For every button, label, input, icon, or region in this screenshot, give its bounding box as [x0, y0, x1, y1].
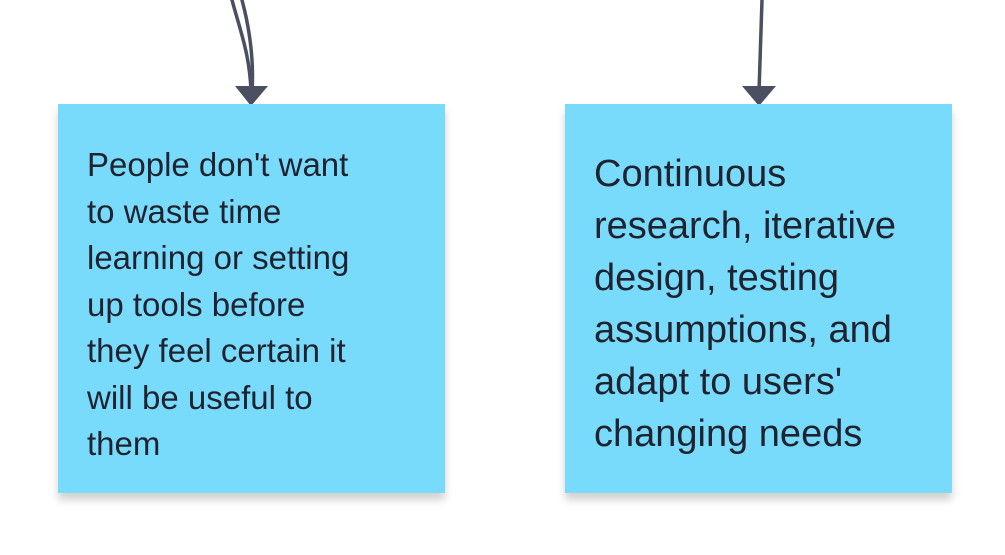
sticky-note-right-text: Continuous research, iterative design, t… — [594, 153, 897, 455]
connector-left-curve-b[interactable] — [240, 0, 255, 94]
sticky-note-left-text: People don't want to waste time learning… — [87, 146, 350, 462]
arrowhead-left-icon — [235, 86, 268, 106]
sticky-note-right[interactable]: Continuous research, iterative design, t… — [565, 104, 952, 493]
arrowhead-right-icon — [742, 86, 776, 106]
connector-right-line[interactable] — [757, 0, 764, 94]
connector-left-curve-a[interactable] — [230, 0, 253, 94]
sticky-note-left[interactable]: People don't want to waste time learning… — [58, 104, 445, 493]
